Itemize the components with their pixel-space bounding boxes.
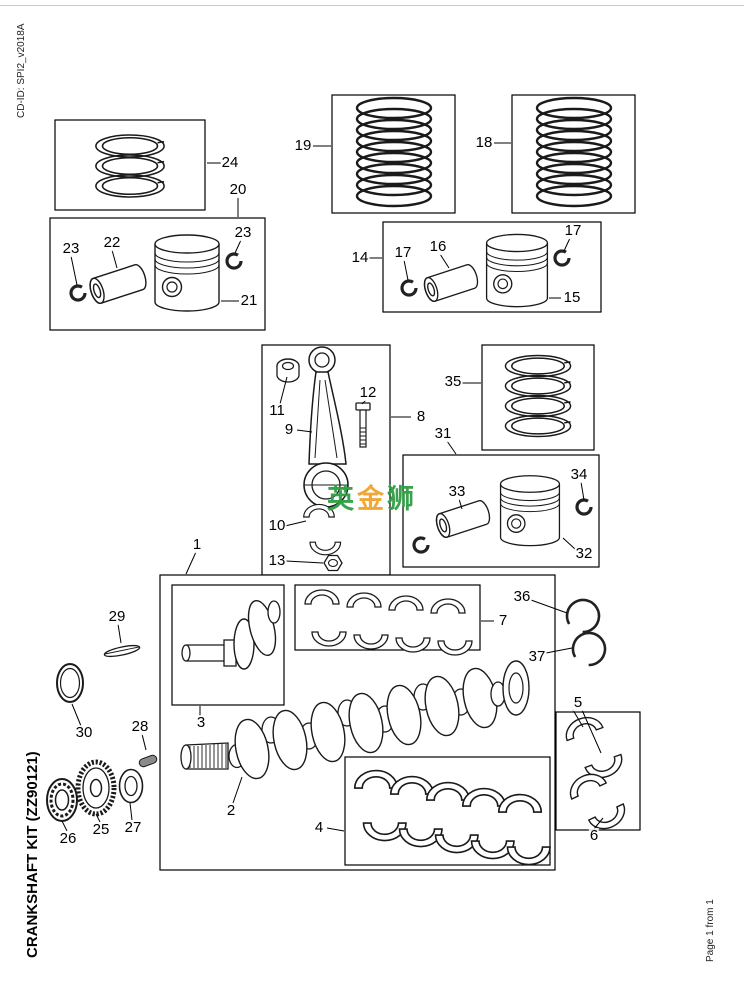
callout-8: 8	[415, 408, 427, 426]
callout-34: 34	[569, 466, 589, 484]
callout-22: 22	[102, 234, 122, 252]
callout-33: 33	[447, 483, 467, 501]
callout-14: 14	[350, 249, 370, 267]
callout-32: 32	[574, 545, 594, 563]
callout-37: 37	[527, 648, 547, 666]
callout-2: 2	[225, 802, 237, 820]
callout-17a: 17	[393, 244, 413, 262]
callout-10: 10	[267, 517, 287, 535]
callout-21: 21	[239, 292, 259, 310]
bearing-26	[46, 778, 78, 822]
seal-ring-30	[56, 663, 84, 703]
snap-ring-36	[559, 592, 607, 640]
callout-5: 5	[572, 694, 584, 712]
callout-11: 11	[268, 402, 286, 420]
callout-16: 16	[428, 238, 448, 256]
watermark-char-2: 金	[357, 484, 387, 514]
callout-25: 25	[91, 821, 111, 839]
callout-12: 12	[358, 384, 378, 402]
crank-nose-3	[181, 599, 281, 670]
callout-23b: 23	[233, 224, 253, 242]
callout-26: 26	[58, 830, 78, 848]
callout-15: 15	[562, 289, 582, 307]
rod-nut-13	[323, 554, 343, 572]
callout-7: 7	[497, 612, 509, 630]
callout-18: 18	[474, 134, 494, 152]
washer-27	[118, 768, 144, 804]
callout-31: 31	[433, 425, 453, 443]
callout-20: 20	[228, 181, 248, 199]
callout-13: 13	[267, 552, 287, 570]
box-ring-set-35	[481, 344, 595, 451]
cd-id-label: CD-ID: SPI2_v2018A	[16, 23, 27, 119]
watermark: 英金狮	[327, 477, 417, 516]
box-spring-19	[331, 94, 456, 214]
callout-9: 9	[283, 421, 295, 439]
connecting-rod-9	[303, 346, 349, 508]
page-number-label: Page 1 from 1	[705, 899, 716, 962]
callout-30: 30	[74, 724, 94, 742]
callout-24: 24	[220, 154, 240, 172]
watermark-char-3: 狮	[387, 484, 417, 514]
callout-27: 27	[123, 819, 143, 837]
callout-19: 19	[293, 137, 313, 155]
callout-23a: 23	[61, 240, 81, 258]
connecting-rod-assembly	[276, 346, 371, 572]
callout-28: 28	[130, 718, 150, 736]
gear-25	[75, 759, 117, 817]
callout-6: 6	[588, 827, 600, 845]
leader-lines	[61, 142, 604, 832]
watermark-char-1: 英	[327, 484, 357, 514]
woodruff-key-29	[103, 644, 141, 658]
callout-35: 35	[443, 373, 463, 391]
top-divider	[0, 5, 744, 6]
callout-4: 4	[313, 819, 325, 837]
snap-ring-37	[565, 625, 613, 673]
small-end-bushing-11	[276, 358, 300, 383]
callout-36: 36	[512, 588, 532, 606]
callout-29: 29	[107, 608, 127, 626]
rod-bolt-12	[355, 402, 371, 448]
callout-3: 3	[195, 714, 207, 732]
callout-17b: 17	[563, 222, 583, 240]
callout-1: 1	[191, 536, 203, 554]
kit-title: CRANKSHAFT KIT (ZZ90121)	[24, 751, 41, 958]
dowel-pin-28	[138, 754, 158, 768]
crankshaft-2	[180, 660, 530, 780]
